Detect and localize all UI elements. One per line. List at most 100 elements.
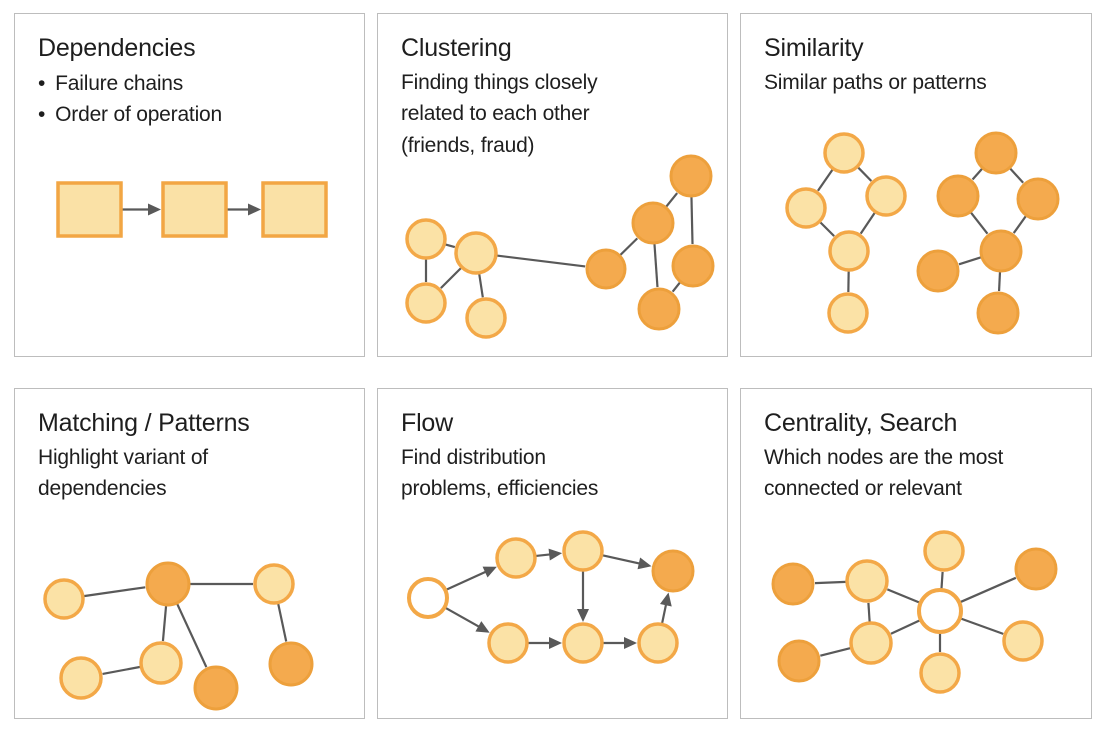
dependencies-graph xyxy=(56,181,328,238)
graph-nodes xyxy=(43,561,314,711)
graph-node-square xyxy=(56,181,123,238)
graph-node-light xyxy=(487,622,529,664)
centrality-search-text: Centrality, Search Which nodes are the m… xyxy=(764,407,1083,505)
graph-edge xyxy=(817,168,834,192)
graph-node-light xyxy=(849,621,893,665)
similarity-text: Similarity Similar paths or patterns xyxy=(764,32,1083,98)
graph-node-light xyxy=(923,530,965,572)
graph-node-orange xyxy=(193,665,239,711)
graph-edge xyxy=(819,221,835,237)
graph-edge xyxy=(619,237,639,256)
dependencies-bullet-list: Failure chains Order of operation xyxy=(38,68,356,132)
bullet-failure-chains: Failure chains xyxy=(38,68,356,100)
graph-node-light xyxy=(454,231,498,275)
flow-graph xyxy=(407,530,695,664)
panel-clustering: Clustering Finding things closely relate… xyxy=(377,13,728,357)
graph-edge xyxy=(960,617,1004,635)
graph-node-light xyxy=(405,218,447,260)
graph-node-light xyxy=(845,559,889,603)
panel-title-centrality-search: Centrality, Search xyxy=(764,409,958,437)
centrality-search-graph xyxy=(771,530,1058,694)
graph-edge xyxy=(661,603,668,624)
graph-node-orange xyxy=(637,287,681,331)
graph-node-orange xyxy=(1014,547,1058,591)
edge-arrowhead-icon xyxy=(482,566,497,578)
graph-node-orange xyxy=(631,201,675,245)
graph-node-light xyxy=(827,292,869,334)
graph-edge xyxy=(867,602,871,623)
edge-arrowhead-icon xyxy=(248,203,261,216)
edge-arrowhead-icon xyxy=(577,609,589,622)
graph-nodes xyxy=(407,530,695,664)
graph-edge xyxy=(444,243,456,249)
clustering-description: Finding things closely related to each o… xyxy=(401,70,598,157)
graph-node-light xyxy=(823,132,865,174)
graph-node-light xyxy=(1002,620,1044,662)
edge-arrowhead-icon xyxy=(148,203,161,216)
graph-edge xyxy=(535,553,552,558)
graph-edge xyxy=(890,619,921,635)
graph-nodes xyxy=(56,181,328,238)
graph-edge xyxy=(859,211,876,235)
graph-edge xyxy=(857,166,873,182)
similarity-description: Similar paths or patterns xyxy=(764,70,987,94)
panel-dependencies: Dependencies Failure chains Order of ope… xyxy=(14,13,365,357)
graph-node-orange xyxy=(585,248,627,290)
graph-edges xyxy=(444,553,668,645)
flow-description: Find distribution problems, efficiencies xyxy=(401,445,599,501)
similarity-graph xyxy=(785,131,1060,335)
graph-node-light xyxy=(637,622,679,664)
graph-node-light xyxy=(59,656,103,700)
graph-nodes xyxy=(785,131,1060,335)
graph-node-orange xyxy=(979,229,1023,273)
graph-node-orange xyxy=(777,639,821,683)
graph-edges xyxy=(83,582,288,676)
matching-patterns-graph xyxy=(43,561,314,711)
flow-text: Flow Find distribution problems, efficie… xyxy=(401,407,719,505)
graph-edge xyxy=(971,168,983,181)
graph-node-orange xyxy=(916,249,960,293)
graph-node-light xyxy=(865,175,907,217)
graph-edge xyxy=(496,254,586,268)
graph-edge xyxy=(820,647,851,657)
graph-node-light xyxy=(562,622,604,664)
graph-edge xyxy=(1012,215,1027,234)
bullet-order-of-operation: Order of operation xyxy=(38,99,356,131)
graph-node-light xyxy=(465,297,507,339)
graph-edge xyxy=(444,606,481,629)
edge-arrowhead-icon xyxy=(475,621,490,633)
graph-edge xyxy=(671,281,681,293)
graph-edge xyxy=(970,211,989,235)
panel-title-matching-patterns: Matching / Patterns xyxy=(38,409,250,437)
panel-similarity: Similarity Similar paths or patterns xyxy=(740,13,1092,357)
graph-edge xyxy=(277,603,288,642)
graph-edge xyxy=(1009,167,1024,184)
graph-node-white xyxy=(407,577,449,619)
matching-patterns-description: Highlight variant of dependencies xyxy=(38,445,208,501)
graph-node-orange xyxy=(976,291,1020,335)
edge-arrowhead-icon xyxy=(637,557,652,570)
panel-flow: Flow Find distribution problems, efficie… xyxy=(377,388,728,719)
edge-arrowhead-icon xyxy=(549,637,562,649)
panel-title-clustering: Clustering xyxy=(401,34,512,62)
graph-edges xyxy=(814,571,1017,657)
edge-arrowhead-icon xyxy=(548,548,563,561)
graph-node-light xyxy=(405,282,447,324)
graph-nodes xyxy=(405,154,715,339)
graph-node-orange xyxy=(145,561,191,607)
clustering-graph xyxy=(405,154,715,339)
matching-patterns-text: Matching / Patterns Highlight variant of… xyxy=(38,407,356,505)
graph-edge xyxy=(690,196,694,245)
graph-node-light xyxy=(253,563,295,605)
graph-nodes xyxy=(771,530,1058,694)
graph-node-square xyxy=(161,181,228,238)
edge-arrowhead-icon xyxy=(624,637,637,649)
graph-node-white xyxy=(917,588,963,634)
graph-node-square xyxy=(261,181,328,238)
graph-edge xyxy=(440,267,462,289)
graph-node-light xyxy=(828,230,870,272)
graph-edge xyxy=(940,571,944,590)
graph-node-light xyxy=(139,641,183,685)
graph-node-orange xyxy=(268,641,314,687)
